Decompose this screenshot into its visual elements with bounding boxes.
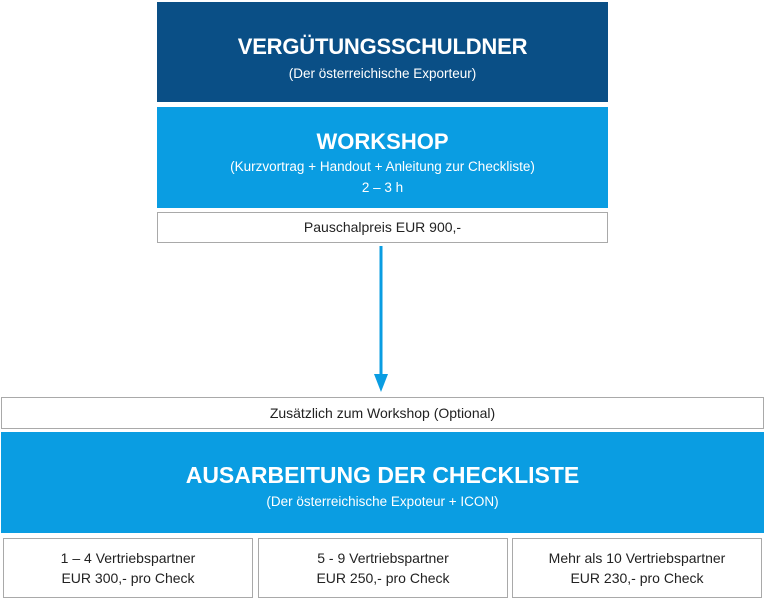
header-box: VERGÜTUNGSSCHULDNER (Der österreichische… (157, 2, 608, 102)
workshop-subtitle: (Kurzvortrag + Handout + Anleitung zur C… (230, 159, 535, 174)
header-subtitle: (Der österreichische Exporteur) (288, 66, 477, 81)
tier-box-2: 5 - 9 Vertriebspartner EUR 250,- pro Che… (258, 538, 508, 598)
workshop-duration: 2 – 3 h (361, 180, 404, 195)
header-title: VERGÜTUNGSSCHULDNER (237, 34, 528, 59)
checklist-box: AUSARBEITUNG DER CHECKLISTE (Der österre… (1, 432, 764, 533)
price-label: Pauschalpreis EUR 900,- (303, 219, 462, 235)
price-box: Pauschalpreis EUR 900,- (157, 212, 608, 243)
workshop-box: WORKSHOP (Kurzvortrag + Handout + Anleit… (157, 107, 608, 208)
optional-label: Zusätzlich zum Workshop (Optional) (269, 405, 496, 421)
tier-box-3: Mehr als 10 Vertriebspartner EUR 230,- p… (512, 538, 762, 598)
tier-price: EUR 250,- pro Check (316, 570, 450, 586)
tier-partners: Mehr als 10 Vertriebspartner (548, 550, 726, 566)
checklist-subtitle: (Der österreichische Expoteur + ICON) (266, 494, 499, 509)
workshop-title: WORKSHOP (316, 129, 449, 154)
checklist-title: AUSARBEITUNG DER CHECKLISTE (185, 462, 580, 488)
tier-partners: 5 - 9 Vertriebspartner (317, 550, 449, 566)
optional-box: Zusätzlich zum Workshop (Optional) (1, 397, 764, 429)
tier-partners: 1 – 4 Vertriebspartner (60, 550, 196, 566)
tier-price: EUR 300,- pro Check (61, 570, 195, 586)
tier-box-1: 1 – 4 Vertriebspartner EUR 300,- pro Che… (3, 538, 253, 598)
down-arrow-icon (374, 246, 388, 392)
tier-price: EUR 230,- pro Check (570, 570, 704, 586)
